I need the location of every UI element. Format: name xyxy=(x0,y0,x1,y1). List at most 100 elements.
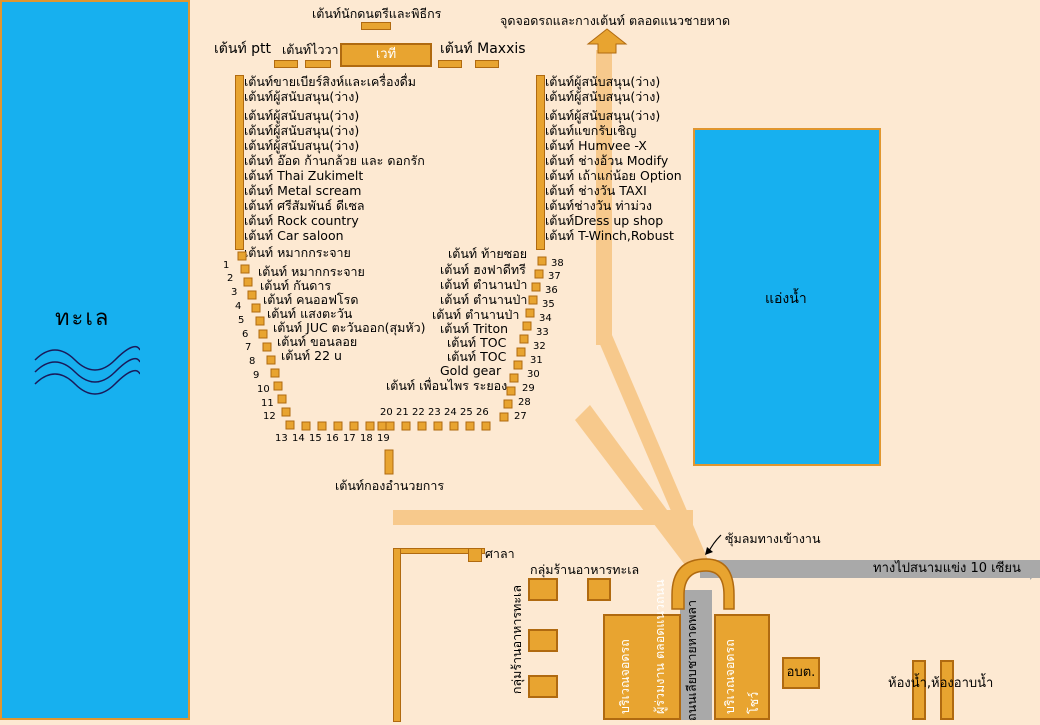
inner-right-label: เต้นท์ Triton xyxy=(440,321,509,336)
right-tent-label: เต้นท์ T-Winch,Robust xyxy=(545,228,674,243)
inner-right-label: เต้นท์ ตำนานป่า xyxy=(440,277,528,292)
left-tent-label: เต้นท์ หมากกระจาย xyxy=(244,245,351,260)
right-tent-label: เต้นท์ Humvee -X xyxy=(545,138,647,153)
show-parking-label: บริเวณจอดรถ xyxy=(722,639,737,714)
bottom-left-numbers: 13 14 15 16 17 18 19 xyxy=(275,433,395,447)
tent-maxxis-label: เต้นท์ Maxxis xyxy=(440,41,526,57)
sala-label: ศาลา xyxy=(485,546,515,561)
entrance-arch[interactable] xyxy=(668,555,738,611)
inner-right-label: เต้นท์ ตำนานป่า xyxy=(440,292,528,307)
inner-left-label: เต้นท์ กันดาร xyxy=(260,278,332,293)
restroom-building[interactable] xyxy=(940,660,954,720)
left-tent-label: เต้นท์ อ๊อด ก้านกล้วย และ ดอกรัก xyxy=(244,153,425,168)
booth-number: 20 xyxy=(380,407,393,418)
tent-ptt[interactable] xyxy=(274,60,298,68)
seafood-vertical-text: กลุ่มร้านอาหารทะเล xyxy=(509,585,524,695)
inner-right-label: เต้นท์ ตำนานป่า xyxy=(432,307,520,322)
office-tent-label: เต้นท์กองอำนวยการ xyxy=(335,478,445,493)
band-tent[interactable] xyxy=(361,22,391,30)
tent-maxxis[interactable] xyxy=(438,60,462,68)
right-tent-label: เต้นท์ เถ้าแก่น้อย Option xyxy=(545,168,682,183)
booth-number: 5 xyxy=(238,315,245,326)
booth-number: 19 xyxy=(377,433,390,444)
wave-icon xyxy=(34,345,140,395)
left-tent-label: เต้นท์ผู้สนับสนุน(ว่าง) xyxy=(244,123,360,138)
booth-number: 29 xyxy=(522,383,535,394)
obt-building[interactable]: อบต. xyxy=(782,657,820,689)
booth-number: 12 xyxy=(263,411,276,422)
booth-number: 35 xyxy=(542,299,555,310)
inner-right-label: เต้นท์ TOC xyxy=(447,349,507,364)
booth-number: 37 xyxy=(548,271,561,282)
beach-road-label: ถนนเลียบชายหาดพลา xyxy=(684,600,699,721)
tent-viva-label: เต้นท์ไววา xyxy=(282,42,339,57)
bottom-right-numbers: 20 21 22 23 24 25 26 xyxy=(380,407,500,421)
right-tent-label: เต้นท์แขกรับเชิญ xyxy=(545,123,637,138)
booth-number: 25 xyxy=(460,407,473,418)
band-tent-label: เต้นท์นักดนตรีและพิธีกร xyxy=(312,6,442,21)
seafood-group-label: กลุ่มร้านอาหารทะเล xyxy=(530,562,640,577)
sala-wall xyxy=(393,548,401,722)
right-column-labels: เต้นท์ผู้สนับสนุน(ว่าง) เต้นท์ผู้สนับสนุ… xyxy=(545,74,682,243)
right-tent-label: เต้นท์ ช่างอ้วน Modify xyxy=(545,153,669,168)
booth-number: 32 xyxy=(533,341,546,352)
booth-number: 14 xyxy=(292,433,305,444)
booth-number: 7 xyxy=(245,342,252,353)
inner-left-label: เต้นท์ แสงตะวัน xyxy=(267,306,353,321)
booth-number: 9 xyxy=(253,370,260,381)
participant-parking[interactable]: บริเวณจอดรถ ผู้ร่วมงาน ตลอดแนวถนน xyxy=(603,579,681,720)
entrance-arch-label: ซุ้มลมทางเข้างาน xyxy=(725,531,821,546)
right-tent-label: เต้นท์Dress up shop xyxy=(545,213,664,228)
stage[interactable]: เวที xyxy=(340,43,432,67)
seafood-shop[interactable] xyxy=(528,675,558,698)
booth-number: 21 xyxy=(396,407,409,418)
inner-left-label: เต้นท์ คนออฟโรด xyxy=(263,292,359,307)
right-tent-label: เต้นท์ผู้สนับสนุน(ว่าง) xyxy=(545,89,661,104)
seafood-shop[interactable] xyxy=(528,629,558,652)
left-tent-label: เต้นท์ผู้สนับสนุน(ว่าง) xyxy=(244,89,360,104)
sea-area xyxy=(0,0,190,720)
participant-parking-label-2: ผู้ร่วมงาน ตลอดแนวถนน xyxy=(651,579,667,714)
left-tent-label: เต้นท์ผู้สนับสนุน(ว่าง) xyxy=(244,108,360,123)
booth-number: 18 xyxy=(360,433,373,444)
tent-viva[interactable] xyxy=(305,60,331,68)
booth-number: 6 xyxy=(242,329,249,340)
booth-number: 38 xyxy=(551,258,564,269)
inner-left-label: เต้นท์ หมากกระจาย xyxy=(258,264,365,279)
inner-right-label: เต้นท์ TOC xyxy=(447,335,507,350)
booth-number: 3 xyxy=(231,287,238,298)
right-tent-column[interactable] xyxy=(536,75,545,250)
seafood-shop[interactable] xyxy=(528,578,558,601)
booth-number: 10 xyxy=(257,384,270,395)
beach-road-label-wrap: ถนนเลียบชายหาดพลา xyxy=(682,600,702,721)
seafood-shop[interactable] xyxy=(587,578,611,601)
sala-booth[interactable] xyxy=(468,548,482,562)
booth-number: 27 xyxy=(514,411,527,422)
left-tent-column[interactable] xyxy=(235,75,244,250)
tent-maxxis-2[interactable] xyxy=(475,60,499,68)
booth-number: 8 xyxy=(249,356,256,367)
right-tent-label: เต้นท์ผู้สนับสนุน(ว่าง) xyxy=(545,74,661,89)
inner-right-label: เต้นท์ เพื่อนไพร ระยอง xyxy=(386,378,508,393)
left-tent-label: เต้นท์ขายเบียร์สิงห์และเครื่องดื่ม xyxy=(244,74,417,89)
left-column-labels: เต้นท์ขายเบียร์สิงห์และเครื่องดื่ม เต้นท… xyxy=(244,74,425,260)
restroom-building[interactable] xyxy=(912,660,926,720)
booth-number: 23 xyxy=(428,407,441,418)
seafood-vertical-label: กลุ่มร้านอาหารทะเล xyxy=(507,585,527,695)
inner-right-label: Gold gear xyxy=(440,363,502,378)
booth-number: 11 xyxy=(261,398,274,409)
right-numbers: 38 37 36 35 34 33 32 31 30 29 28 27 xyxy=(512,258,564,428)
participant-parking-label: บริเวณจอดรถ xyxy=(616,639,632,714)
tent-ptt-label: เต้นท์ ptt xyxy=(214,41,271,57)
sea-label: ทะเล xyxy=(55,306,111,331)
parking-top-label: จุดจอดรถและกางเต้นท์ ตลอดแนวชายหาด xyxy=(500,13,731,28)
booth-number: 36 xyxy=(545,285,558,296)
inner-right-label: เต้นท์ ท้ายซอย xyxy=(448,246,528,261)
booth-number: 4 xyxy=(235,301,242,312)
show-parking[interactable]: บริเวณจอดรถ โชว์ xyxy=(714,614,770,720)
booth-number: 34 xyxy=(539,313,552,324)
arrow-pointer-icon xyxy=(705,534,722,555)
booth-number: 33 xyxy=(536,327,549,338)
